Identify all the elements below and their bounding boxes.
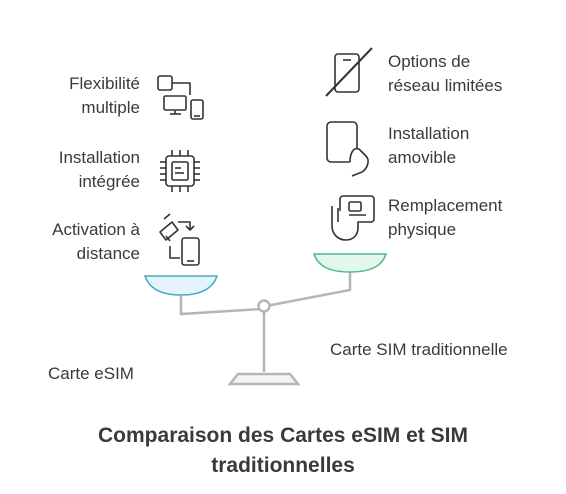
esim-feature-integrated: Installation intégrée <box>58 148 140 191</box>
devices-icon <box>157 75 204 120</box>
sim-label: Carte SIM traditionnelle <box>330 340 508 359</box>
satellite-phone-icon <box>159 213 200 266</box>
sim-feature-removable: Installation amovible <box>388 124 470 167</box>
esim-feature-flexibility: Flexibilité multiple <box>69 74 140 117</box>
page-title: Comparaison des Cartes eSIM et SIM tradi… <box>98 424 468 477</box>
left-pan <box>143 275 219 296</box>
hand-card-icon <box>326 121 369 177</box>
right-string <box>265 268 352 308</box>
no-phone-icon <box>325 47 373 97</box>
balance-scale <box>179 268 352 386</box>
right-pan <box>312 253 388 273</box>
left-string <box>179 290 263 316</box>
scale-base <box>227 372 301 386</box>
sim-feature-limited: Options de réseau limitées <box>388 52 503 95</box>
chip-icon <box>160 150 200 192</box>
hand-sim-icon <box>331 195 375 241</box>
pivot <box>257 299 271 313</box>
esim-label: Carte eSIM <box>48 364 134 383</box>
esim-feature-remote: Activation à distance <box>52 220 140 263</box>
sim-feature-physical: Remplacement physique <box>388 196 503 239</box>
